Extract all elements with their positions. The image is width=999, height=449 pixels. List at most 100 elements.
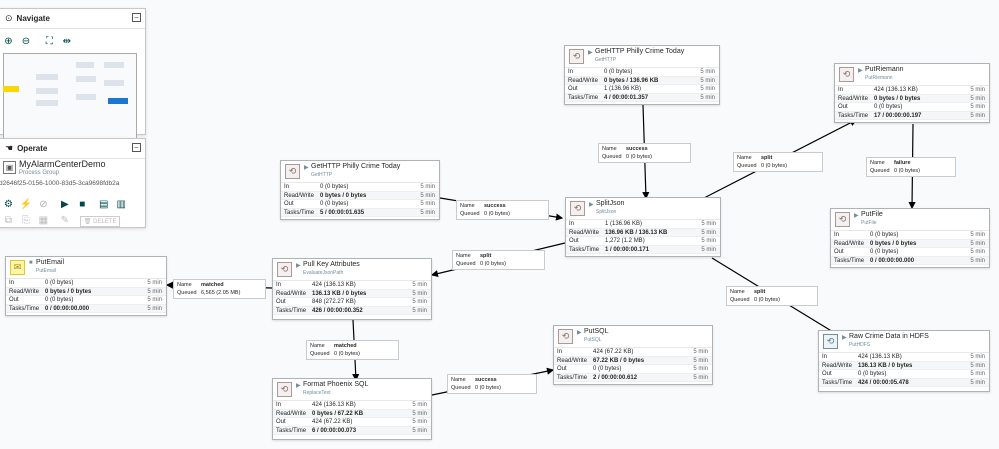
email-icon: ✉ xyxy=(10,260,25,275)
minimap-view xyxy=(108,98,128,104)
birdseye-view[interactable] xyxy=(3,53,137,139)
minimize-icon[interactable]: – xyxy=(132,13,141,22)
stat-label: In xyxy=(276,282,282,288)
stat-value: 2 / 00:00:00.612 xyxy=(593,374,638,381)
minimap-block xyxy=(104,80,124,86)
stat-window: 5 min xyxy=(970,95,985,102)
connection-key: Queued xyxy=(310,351,330,357)
stat-window: 5 min xyxy=(701,229,716,236)
navigate-header[interactable]: ⊙ Navigate – xyxy=(0,9,145,29)
stat-value: 0 (0 bytes) xyxy=(874,104,903,110)
paste-icon[interactable]: ⎘ xyxy=(21,215,30,226)
stat-window: 5 min xyxy=(970,249,985,255)
stat-window: 5 min xyxy=(412,299,427,305)
minimize-icon[interactable]: – xyxy=(132,143,141,152)
enable-icon[interactable]: ⚡ xyxy=(19,199,33,210)
stop-icon[interactable]: ■ xyxy=(79,199,86,210)
processor[interactable]: ⟲ ▶ GetHTTP Philly Crime Today GetHTTP I… xyxy=(564,45,720,105)
stat-value: 0 / 00:00:00.000 xyxy=(870,257,915,264)
copy-icon[interactable]: ⧉ xyxy=(4,215,13,226)
connection-key: Queued xyxy=(870,168,890,174)
zoom-in-icon[interactable]: ⊕ xyxy=(4,36,13,47)
start-icon[interactable]: ▶ xyxy=(61,199,69,210)
navigate-panel: ⊙ Navigate – ⊕ ⊖ ⛶ ⇹ xyxy=(0,8,146,139)
stat-window: 5 min xyxy=(693,349,708,355)
processor-name: Format Phoenix SQL xyxy=(303,381,369,388)
color-icon[interactable]: ✎ xyxy=(60,215,70,226)
processor-type: GetHTTP xyxy=(595,57,617,63)
connection-value: success xyxy=(475,377,497,383)
stat-window: 5 min xyxy=(693,366,708,372)
zoom-out-icon[interactable]: ⊖ xyxy=(21,36,31,47)
connection-key: Name xyxy=(451,377,466,383)
template-icon[interactable]: ▤ xyxy=(99,199,109,210)
stat-value: 424 (67.22 KB) xyxy=(312,419,353,425)
processor[interactable]: ⟲ ▶ Pull Key Attributes EvaluateJsonPath… xyxy=(272,258,432,320)
processor-name: GetHTTP Philly Crime Today xyxy=(595,48,685,55)
upload-template-icon[interactable]: ▥ xyxy=(116,199,126,210)
process-group-id: d2646f25-0156-1000-83d5-3ca9698fdb2a xyxy=(0,180,120,187)
stopped-status-icon: ■ xyxy=(29,260,33,266)
configure-icon[interactable]: ⚙ xyxy=(4,199,13,210)
processor-name: PutEmail xyxy=(36,259,65,266)
stat-label: Read/Write xyxy=(557,357,587,364)
stat-label: Read/Write xyxy=(834,240,864,247)
stat-value: 136.96 KB / 136.13 KB xyxy=(605,229,668,236)
stat-window: 5 min xyxy=(700,86,715,92)
stat-label: Tasks/Time xyxy=(276,427,307,434)
run-status-icon: ▶ xyxy=(577,330,582,336)
operate-header[interactable]: ☚ Operate – xyxy=(0,139,145,159)
group-icon[interactable]: ▦ xyxy=(38,215,49,226)
stat-window: 5 min xyxy=(412,419,427,425)
disable-icon[interactable]: ⊘ xyxy=(39,199,48,210)
stat-window: 5 min xyxy=(970,112,985,119)
operate-title: Operate xyxy=(17,144,48,153)
stat-window: 5 min xyxy=(693,374,708,381)
fit-icon[interactable]: ⛶ xyxy=(45,36,53,47)
stat-window: 5 min xyxy=(147,288,162,295)
stat-value: 1 / 00:00:00.171 xyxy=(605,246,650,253)
connection-value: 0 (0 bytes) xyxy=(626,154,652,160)
delete-button[interactable]: 🗑 DELETE xyxy=(79,216,121,227)
processor[interactable]: ⟲ ▶ GetHTTP Philly Crime Today GetHTTP I… xyxy=(280,160,440,220)
processor-icon: ⟲ xyxy=(277,382,292,397)
actual-size-icon[interactable]: ⇹ xyxy=(62,36,72,47)
stat-window: 5 min xyxy=(970,257,985,264)
processor-type: EvaluateJsonPath xyxy=(303,270,344,276)
stat-value: 424 (136.13 KB) xyxy=(858,354,902,360)
connection-value: 0 (0 bytes) xyxy=(761,163,787,169)
stat-window: 5 min xyxy=(970,379,985,386)
stat-window: 5 min xyxy=(420,201,435,207)
stat-value: 424 (136.13 KB) xyxy=(874,87,918,93)
